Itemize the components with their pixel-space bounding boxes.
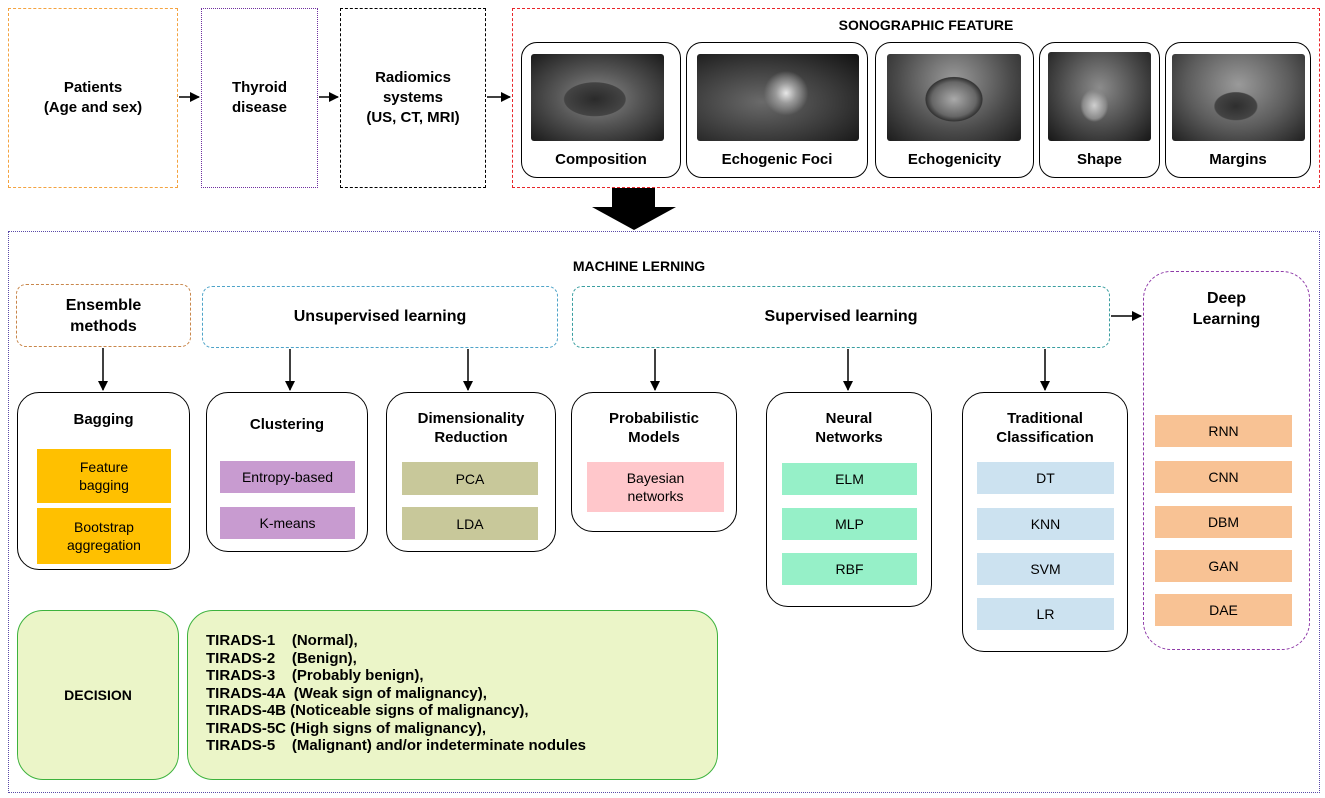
ultrasound-image-composition xyxy=(531,54,664,141)
dimensionality-reduction-card xyxy=(386,392,556,552)
chip-cnn: CNN xyxy=(1155,461,1292,493)
machine-learning-frame xyxy=(8,231,1320,793)
chip-bootstrap-aggregation: Bootstrap aggregation xyxy=(37,508,171,564)
chip-k-means: K-means xyxy=(220,507,355,539)
chip-knn: KNN xyxy=(977,508,1114,540)
unsupervised-learning-box: Unsupervised learning xyxy=(202,286,558,348)
chip-dae: DAE xyxy=(1155,594,1292,626)
chip-lr: LR xyxy=(977,598,1114,630)
deep-learning-label: Deep Learning xyxy=(1192,290,1261,328)
feature-label-echogenic-foci: Echogenic Foci xyxy=(721,150,833,168)
chip-dbm: DBM xyxy=(1155,506,1292,538)
neural-networks-title: Neural Networks xyxy=(815,410,883,446)
neural-networks-card xyxy=(766,392,932,607)
ultrasound-image-echogenicity xyxy=(887,54,1021,141)
sonographic-feature-box xyxy=(512,8,1320,188)
tirads-line-2: TIRADS-2 (Benign), xyxy=(206,649,357,667)
thyroid-disease-label: Thyroid disease xyxy=(231,79,288,116)
chip-rbf: RBF xyxy=(782,553,917,585)
chip-gan: GAN xyxy=(1155,550,1292,582)
chip-pca: PCA xyxy=(402,462,538,495)
chip-dt: DT xyxy=(977,462,1114,494)
unsupervised-learning-label: Unsupervised learning xyxy=(293,308,467,325)
feature-card-margins xyxy=(1165,42,1311,178)
feature-label-echogenicity: Echogenicity xyxy=(907,150,1002,168)
machine-learning-title: MACHINE LERNING xyxy=(572,258,706,274)
tirads-line-5: TIRADS-4B (Noticeable signs of malignanc… xyxy=(206,702,529,719)
tirads-line-7: TIRADS-5 (Malignant) and/or indeterminat… xyxy=(206,737,587,754)
feature-label-composition: Composition xyxy=(555,150,647,168)
ultrasound-image-shape xyxy=(1048,52,1151,141)
big-down-arrow xyxy=(592,188,676,230)
dimensionality-reduction-title: Dimensionality Reduction xyxy=(417,410,525,446)
chip-elm: ELM xyxy=(782,463,917,495)
tirads-list: TIRADS-1 (Normal), TIRADS-2 (Benign), TI… xyxy=(206,632,711,755)
chip-lda: LDA xyxy=(402,507,538,540)
traditional-classification-title: Traditional Classification xyxy=(996,410,1094,446)
tirads-box xyxy=(187,610,718,780)
clustering-title: Clustering xyxy=(249,416,325,433)
chip-rnn: RNN xyxy=(1155,415,1292,447)
supervised-learning-box: Supervised learning xyxy=(572,286,1110,348)
patients-box: Patients (Age and sex) xyxy=(8,8,178,188)
ultrasound-image-echogenic-foci xyxy=(697,54,859,141)
probabilistic-models-title: Probabilistic Models xyxy=(608,410,700,446)
chip-feature-bagging: Feature bagging xyxy=(37,449,171,503)
feature-label-shape: Shape xyxy=(1076,150,1122,168)
chip-mlp: MLP xyxy=(782,508,917,540)
supervised-learning-label: Supervised learning xyxy=(764,308,918,325)
feature-card-echogenic-foci xyxy=(686,42,868,178)
traditional-classification-card xyxy=(962,392,1128,652)
radiomics-systems-box: Radiomics systems (US, CT, MRI) xyxy=(340,8,486,188)
ensemble-methods-box: Ensemble methods xyxy=(16,284,191,347)
tirads-line-6: TIRADS-5C (High signs of malignancy), xyxy=(206,719,487,737)
probabilistic-models-card xyxy=(571,392,737,532)
bagging-title: Bagging xyxy=(73,411,134,428)
chip-bayesian-networks: Bayesian networks xyxy=(587,462,724,512)
chip-entropy-based: Entropy-based xyxy=(220,461,355,493)
radiomics-systems-label: Radiomics systems (US, CT, MRI) xyxy=(366,69,460,126)
tirads-line-3: TIRADS-3 (Probably benign), xyxy=(206,667,424,684)
tirads-line-4: TIRADS-4A (Weak sign of malignancy), xyxy=(206,684,487,702)
chip-svm: SVM xyxy=(977,553,1114,585)
clustering-card xyxy=(206,392,368,552)
patients-label: Patients (Age and sex) xyxy=(43,79,143,116)
feature-card-composition xyxy=(521,42,681,178)
decision-label: DECISION xyxy=(64,687,132,703)
feature-label-margins: Margins xyxy=(1209,150,1267,168)
ultrasound-image-margins xyxy=(1172,54,1305,141)
ensemble-methods-label: Ensemble methods xyxy=(65,296,142,335)
bagging-card xyxy=(17,392,190,570)
sonographic-feature-title: SONOGRAPHIC FEATURE xyxy=(838,17,1014,33)
thyroid-disease-box: Thyroid disease xyxy=(201,8,318,188)
tirads-line-1: TIRADS-1 (Normal), xyxy=(206,632,358,649)
decision-box: DECISION xyxy=(17,610,179,780)
feature-card-shape xyxy=(1039,42,1160,178)
deep-learning-box xyxy=(1143,271,1310,650)
feature-card-echogenicity xyxy=(875,42,1034,178)
